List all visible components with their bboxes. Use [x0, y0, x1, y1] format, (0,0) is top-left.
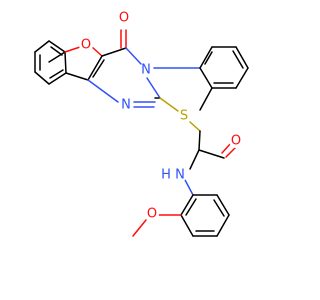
bond [132, 219, 147, 237]
bond [199, 46, 213, 69]
ring-nitrogen-bottom: N [119, 98, 133, 113]
bond [87, 79, 119, 103]
amide-oxygen-label: O [231, 134, 241, 149]
bond [48, 72, 67, 85]
methoxy-oxygen: O [145, 207, 159, 222]
bond [204, 51, 213, 65]
sulfur-atom: S [177, 109, 191, 124]
amide-oxygen: O [229, 134, 243, 149]
bond [159, 97, 179, 112]
bond [64, 51, 67, 74]
atom-layer: O O N N S O N H O [79, 11, 243, 222]
bond [125, 47, 142, 65]
bond [221, 142, 232, 154]
bond [235, 67, 249, 89]
molecule-structure: O O N N S O N H O [34, 11, 249, 237]
bond [185, 198, 197, 216]
bond [199, 67, 213, 89]
furan-oxygen-label: O [81, 38, 91, 53]
bond [216, 214, 230, 237]
bond [198, 130, 201, 151]
bond [48, 40, 66, 53]
bond [34, 40, 50, 53]
carbonyl-oxygen: O [117, 11, 131, 26]
bond [48, 51, 66, 63]
carbonyl-oxygen-label: O [119, 11, 129, 26]
furan-oxygen: O [79, 38, 93, 53]
bond [232, 50, 244, 69]
bond [180, 194, 194, 216]
bond [216, 194, 230, 216]
bond [91, 46, 103, 57]
bond [183, 177, 194, 196]
sulfur-atom-label: S [180, 109, 188, 124]
bond [34, 71, 50, 85]
bond [101, 47, 127, 57]
bond [180, 214, 194, 237]
bond [235, 46, 249, 69]
ring-nitrogen-top-label: N [141, 63, 151, 78]
bond [49, 69, 64, 79]
amide-nitrogen: N H [160, 168, 187, 183]
bond [92, 59, 105, 78]
bond [64, 46, 81, 53]
bond [189, 149, 200, 170]
bond [199, 87, 213, 111]
ring-nitrogen-top: N [139, 63, 153, 78]
bond [87, 55, 103, 81]
bond [65, 72, 89, 81]
methoxy-oxygen-label: O [147, 207, 157, 222]
bond [225, 146, 237, 158]
amide-hydrogen-label: H [161, 168, 171, 183]
bond [50, 46, 63, 56]
bond [189, 121, 201, 132]
bond [198, 149, 225, 159]
bond [146, 77, 161, 99]
bond [213, 199, 225, 217]
ring-nitrogen-bottom-label: N [121, 98, 131, 113]
amide-nitrogen-label: N [175, 168, 185, 183]
bond-layer [34, 29, 249, 237]
